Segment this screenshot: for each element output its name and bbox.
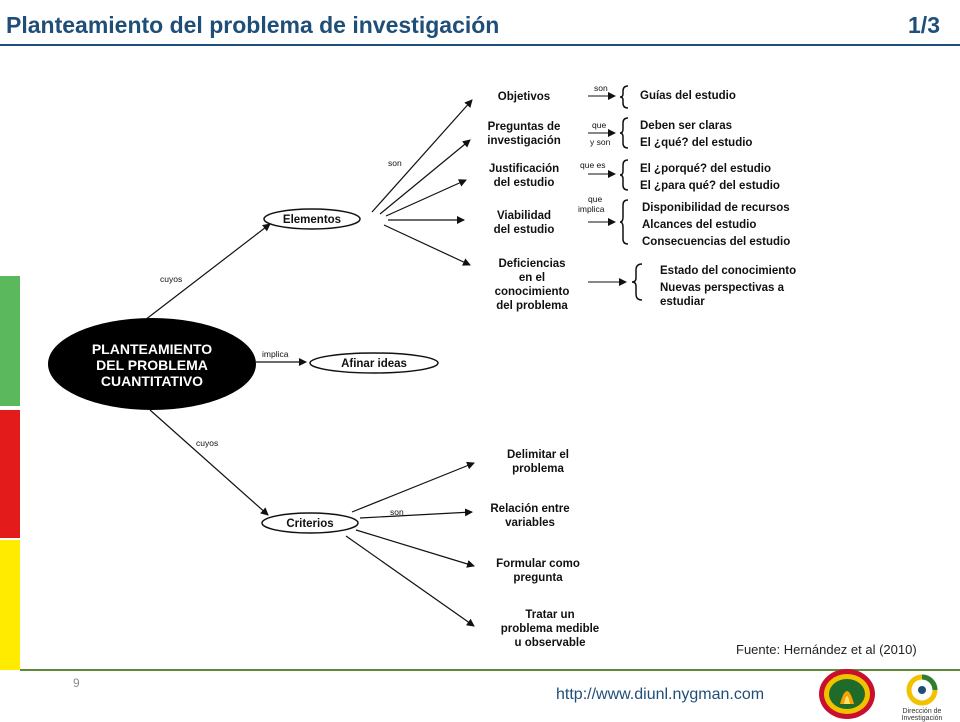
logo-caption: Dirección de Investigación [901,708,943,722]
detail-preguntas-1: Deben ser claras [640,120,732,132]
rel-viabilidad-1: que [588,194,602,204]
child-deficiencias-4: del problema [496,300,568,312]
detail-viabilidad-3: Consecuencias del estudio [642,236,790,248]
child-deficiencias-1: Deficiencias [498,258,565,270]
slide-number: 9 [73,676,80,690]
crit-tratar-3: u observable [515,637,586,649]
crit-relacion-2: variables [505,517,555,529]
root-label-2: DEL PROBLEMA [96,357,208,373]
edge-criterios-tratar [345,535,475,627]
brace-preguntas [619,117,629,149]
root-node [48,318,256,410]
node-elementos-label: Elementos [283,214,341,226]
slide-title: Planteamiento del problema de investigac… [6,12,500,38]
detail-justificacion-1: El ¿porqué? del estudio [640,163,771,175]
rel-justificacion: que es [580,160,606,170]
detail-viabilidad-1: Disponibilidad de recursos [642,202,790,214]
footer-rule [20,669,960,671]
university-seal-icon [819,669,875,719]
rel-objetivos: son [594,83,608,93]
rel-implica: implica [262,349,289,359]
detail-objetivos-1: Guías del estudio [640,90,736,102]
edge-criterios-formular [355,529,475,568]
website-link[interactable]: http://www.diunl.nygman.com [556,686,765,703]
edge-criterios-delimitar [351,461,475,513]
node-afinar-ideas-label: Afinar ideas [341,358,407,370]
child-viabilidad-1: Viabilidad [497,210,551,222]
source-citation: Fuente: Hernández et al (2010) [736,642,917,657]
child-viabilidad-2: del estudio [494,224,555,236]
crit-relacion-1: Relación entre [490,503,569,515]
detail-deficiencias-2: Nuevas perspectivas a [660,282,785,294]
brace-justificacion [619,159,629,191]
rel-cuyos-bottom: cuyos [196,438,218,448]
child-preguntas-1: Preguntas de [488,121,561,133]
child-deficiencias-2: en el [519,272,545,284]
child-preguntas-2: investigación [487,135,561,147]
side-bar-yellow [0,540,20,670]
edge-elementos-justificacion [385,179,467,217]
node-criterios-label: Criterios [286,518,333,530]
root-label-3: CUANTITATIVO [101,373,203,389]
child-deficiencias-3: conocimiento [495,286,570,298]
node-afinar-ideas [309,352,439,374]
crit-formular-2: pregunta [513,572,563,584]
brace-objetivos [619,85,629,109]
crit-tratar-2: problema medible [501,623,599,635]
detail-preguntas-2: El ¿qué? del estudio [640,137,752,149]
side-bar-red [0,410,20,538]
slide-page-indicator: 1/3 [908,12,940,38]
child-objetivos: Objetivos [498,91,550,103]
research-directorate-logo-icon [906,674,938,706]
node-elementos [263,208,361,230]
rel-viabilidad-2: implica [578,204,605,214]
child-justificacion-2: del estudio [494,177,555,189]
title-underline [0,44,960,46]
edge-elementos-objetivos [371,99,473,213]
child-justificacion-1: Justificación [489,163,559,175]
crit-delimitar-2: problema [512,463,564,475]
detail-deficiencias-3: estudiar [660,296,705,308]
root-label-1: PLANTEAMIENTO [92,341,212,357]
edge-elementos-preguntas [379,139,471,215]
edge-root-criterios [149,409,269,516]
detail-deficiencias-1: Estado del conocimiento [660,265,796,277]
brace-viabilidad [619,199,629,245]
rel-son-criterios: son [390,507,404,517]
rel-son-elementos: son [388,158,402,168]
detail-justificacion-2: El ¿para qué? del estudio [640,180,780,192]
crit-delimitar-1: Delimitar el [507,449,569,461]
edge-elementos-deficiencias [383,224,471,266]
edge-criterios-relacion [359,508,473,519]
node-criterios [261,512,359,534]
crit-tratar-1: Tratar un [525,609,574,621]
edge-root-elementos [144,223,271,321]
rel-cuyos-top: cuyos [160,274,182,284]
rel-preguntas-2: y son [590,137,611,147]
side-bar-green [0,276,20,406]
detail-viabilidad-2: Alcances del estudio [642,219,756,231]
rel-preguntas-1: que [592,120,606,130]
brace-deficiencias [631,263,643,301]
crit-formular-1: Formular como [496,558,580,570]
